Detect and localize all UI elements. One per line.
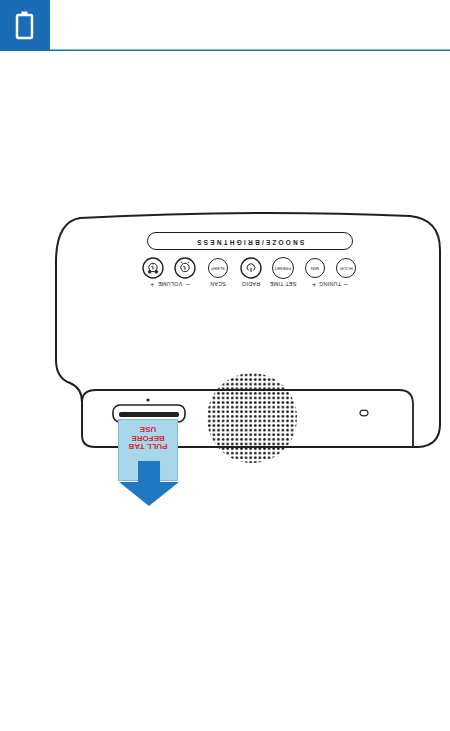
min-button: MIN xyxy=(305,258,325,278)
control-label: + xyxy=(312,281,316,288)
hour-button: HOUR xyxy=(336,258,356,278)
antenna-hole xyxy=(360,410,368,416)
control-label: SCAN xyxy=(210,281,226,287)
control-label: − xyxy=(344,281,348,288)
alarm-button xyxy=(175,258,195,278)
control-label: − xyxy=(186,281,190,288)
tab-notice: PULL TAB BEFORE USE xyxy=(126,425,170,450)
battery-icon xyxy=(17,12,32,39)
slot-opening xyxy=(119,412,179,417)
button-label: SLEEP xyxy=(211,266,225,270)
button-label: PRESET xyxy=(274,266,291,270)
snooze-bar: SNOOZE/BRIGHTNESS xyxy=(147,232,353,250)
alarm-icon xyxy=(181,262,189,272)
pull-arrow-head xyxy=(119,482,179,506)
power-icon xyxy=(247,264,255,272)
preset-button: PRESET xyxy=(272,257,294,279)
control-label: TUNING xyxy=(319,281,341,287)
control-label: SET TIME xyxy=(270,281,297,287)
pull-arrow-shaft xyxy=(138,461,160,483)
radio-button xyxy=(241,258,261,278)
icon-glyph: 1 xyxy=(152,263,154,267)
indicator-dot xyxy=(146,398,149,401)
alarm-button xyxy=(143,258,163,278)
sleep-button: SLEEP xyxy=(208,258,228,278)
button-label: SNOOZE/BRIGHTNESS xyxy=(195,238,304,245)
button-label: MIN xyxy=(311,266,319,270)
header-rule xyxy=(50,50,450,52)
control-label: RADIO xyxy=(242,281,260,287)
section-tab xyxy=(0,0,50,51)
control-label: + xyxy=(150,281,154,288)
control-label: VOLUME xyxy=(158,281,182,287)
speaker-grille xyxy=(207,373,297,463)
button-label: HOUR xyxy=(340,266,353,270)
pull-tab: PULL TAB BEFORE USE xyxy=(118,419,178,481)
alarm-icon: 1 xyxy=(148,263,157,273)
